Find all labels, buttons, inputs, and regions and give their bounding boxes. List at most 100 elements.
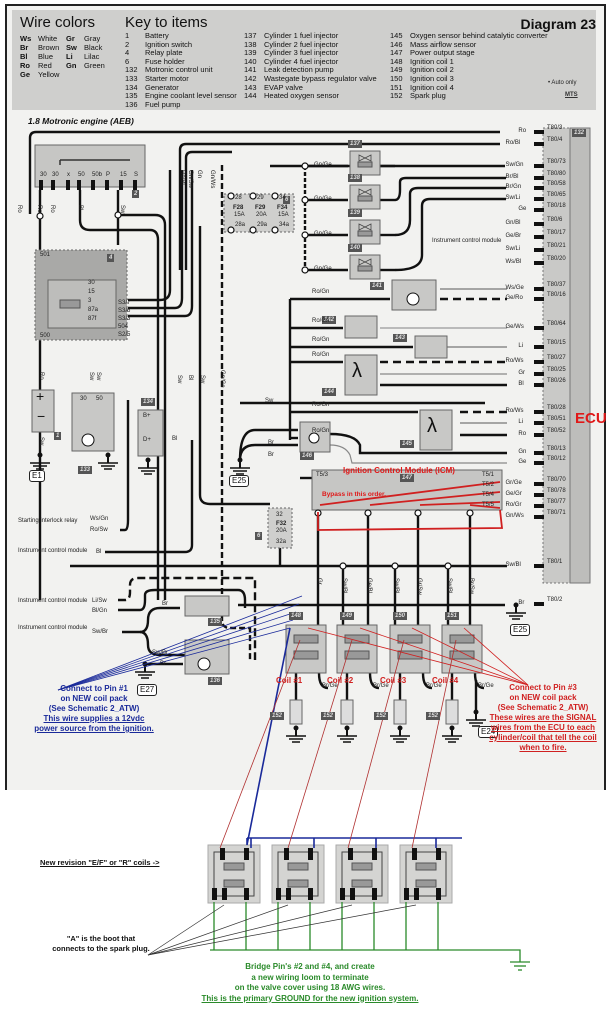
pin3-note-line: Connect to Pin #3 — [509, 683, 577, 692]
bl-wire — [78, 190, 160, 600]
injector-138 — [349, 184, 381, 210]
pin1-blue-wire — [246, 627, 291, 846]
ecu-pin-connector — [534, 222, 544, 226]
key-item-name: Ignition coil 4 — [410, 82, 454, 92]
ground-e1-icon — [30, 452, 50, 470]
ecu-pin-label: T80/58 — [547, 181, 566, 187]
ecu-pin-connector — [534, 130, 544, 134]
spark-plug-tag: 152 — [426, 712, 441, 720]
new-coil-outline — [405, 851, 447, 897]
signal-red-wire — [411, 639, 457, 849]
ecu-pin-label: T80/71 — [547, 510, 566, 516]
sw-fuse-wire — [198, 226, 270, 506]
wire-br-gn — [394, 186, 506, 237]
valve-icon — [358, 188, 372, 196]
spark-plug-ground-icon — [390, 725, 410, 743]
fuse-id-label: F28 — [233, 205, 244, 211]
ground-node — [105, 452, 111, 458]
ecu-wire-label: Sw/Gn — [505, 162, 524, 168]
spark-plug-ground-icon — [442, 725, 462, 743]
boot-pointer-line — [147, 904, 353, 956]
pin3-pointer-line — [411, 627, 529, 686]
ecu-pin-connector — [534, 248, 544, 252]
ecu-pin-label: T80/12 — [547, 456, 566, 462]
key-item-number: 144 — [244, 91, 257, 101]
wire-label: Bl — [187, 375, 193, 381]
new-coil-pin — [308, 848, 313, 860]
injector-junction — [301, 196, 309, 204]
coil-wire-label: Br/Sw — [468, 578, 474, 595]
coil-label: Coil #1 — [276, 676, 303, 685]
pin1-note-line: Connect to Pin #1 — [60, 684, 128, 693]
ground-note-line: Bridge Pin's #2 and #4, and create — [245, 962, 375, 971]
boot-note-line: "A" is the boot that — [66, 934, 136, 943]
ecu-wire-label: Li — [518, 343, 524, 349]
injector-coil — [357, 195, 373, 202]
ecu-wire-label: Bl — [518, 381, 524, 387]
key-item-number: 151 — [390, 82, 403, 92]
wire-label-ro-gn: Ro/Gn — [312, 337, 330, 343]
spark-plug-ground-icon — [337, 725, 357, 743]
ecu-wire-label: Ro/Ws — [505, 408, 524, 414]
key-item-number: 132 — [125, 65, 138, 75]
key-item-name: Generator — [145, 82, 179, 92]
ecu-pin-connector — [534, 197, 544, 201]
icm-pin-label: T5/3 — [316, 472, 329, 478]
wire-color-code: Br — [20, 43, 29, 52]
ecu-wire-label: Sw/Bl — [505, 562, 521, 568]
ecu-pin-connector — [534, 297, 544, 301]
sw-br-top — [122, 606, 180, 634]
wire-label-ro-gn: Ro/Gn — [312, 402, 330, 408]
lambda-icon: λ — [427, 415, 437, 437]
ignition-terminal-label: 30 — [52, 172, 59, 178]
wire-label: Sw — [95, 372, 101, 381]
ignition-terminal-pin — [39, 180, 43, 190]
spark-plug-ground-icon — [286, 725, 306, 743]
wire-label: Gn — [196, 170, 202, 179]
wire-sw-li — [394, 197, 506, 272]
ecu-pin-label: T80/52 — [547, 428, 566, 434]
ignition-terminal-label: 15 — [120, 172, 127, 178]
pin1-pointer-line — [57, 619, 294, 691]
ecu-pin-label: T80/4 — [547, 137, 563, 143]
airflow-icon — [308, 432, 320, 444]
ignition-coil-150 — [389, 624, 431, 674]
wire-label-ro-gn: Ro/Gn — [312, 428, 330, 434]
coil-tag: 148 — [289, 612, 304, 620]
relay-coil — [59, 299, 81, 309]
new-coil-pin — [350, 888, 355, 900]
icm-output-junction — [414, 509, 422, 517]
motor-icon — [406, 292, 420, 306]
pin1-note-underlined: This wire supplies a 12vdc — [43, 714, 145, 723]
relay-output-wire — [128, 170, 172, 302]
valve-icon — [358, 258, 372, 266]
ecu-wire-label: Ge/Ws — [505, 324, 524, 330]
wire-label: Gn/Ws — [209, 170, 215, 189]
wire-ro — [28, 130, 500, 214]
interlock-wire — [120, 400, 130, 532]
coil-wire-label: Ge/Bl — [366, 578, 372, 594]
new-coil-pin — [404, 888, 409, 900]
ecu-pin-connector — [534, 261, 544, 265]
relay-output-wire — [128, 170, 184, 310]
new-coil-pin — [340, 888, 345, 900]
coil-winding — [397, 634, 423, 644]
key-item-name: Cylinder 3 fuel injector — [264, 48, 339, 58]
ecu-pin-label: T80/20 — [547, 256, 566, 262]
gn-ge-dashed — [220, 165, 252, 660]
fuse-junction — [249, 192, 257, 200]
new-coil-winding — [415, 879, 437, 888]
wire-label: Br — [160, 661, 166, 667]
sw-bl-junction — [444, 562, 452, 570]
ecu-wire-label: Sw/Li — [505, 195, 521, 201]
instrument-module-label: Instrument control module — [18, 625, 88, 631]
injector-tag: 140 — [348, 244, 363, 252]
relay-terminal-label: 15 — [88, 289, 95, 295]
fuse-rating-label: 15A — [234, 212, 245, 218]
ground-node — [513, 602, 519, 608]
